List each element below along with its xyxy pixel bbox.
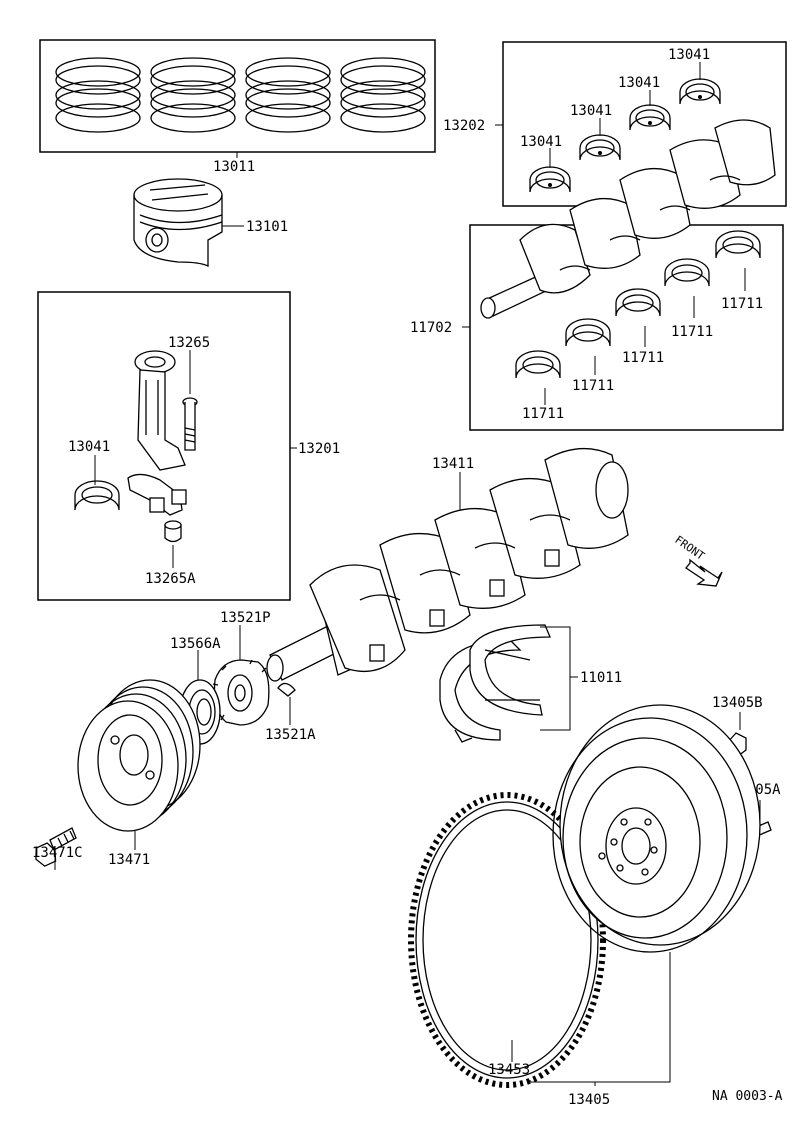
main-bearing-5[interactable] [715, 230, 761, 291]
ring-stack-2 [150, 57, 236, 133]
crank-key[interactable] [277, 682, 296, 725]
label-rod-bearing-group: 13202 [443, 118, 485, 134]
figure-code: NA 0003-A [712, 1089, 783, 1104]
connecting-rod-group-box [37, 291, 291, 601]
rod-nut[interactable] [164, 520, 182, 568]
flywheel[interactable] [529, 704, 761, 1086]
label-rod-bearing-inset: 13041 [68, 439, 110, 455]
label-thrust-washer-set: 11011 [580, 670, 622, 686]
pulley-bolt[interactable] [32, 827, 77, 870]
label-piston-ring-set: 13011 [213, 159, 255, 175]
thrust-washer-set[interactable] [439, 624, 578, 743]
timing-gear[interactable] [212, 625, 270, 726]
main-bearing-2[interactable] [565, 318, 611, 375]
label-piston: 13101 [246, 219, 288, 235]
label-ring-gear: 13453 [488, 1062, 530, 1078]
main-bearing-4[interactable] [664, 258, 710, 318]
label-rod-bearing-1: 13041 [520, 134, 562, 150]
label-flywheel-bolt: 13405B [712, 695, 763, 711]
rod-bearing-2[interactable] [579, 118, 621, 161]
label-rod-bearing-3: 13041 [618, 75, 660, 91]
crankshaft[interactable] [266, 447, 629, 682]
main-bearing-3[interactable] [615, 288, 661, 347]
label-rod-bearing-4: 13041 [668, 47, 710, 63]
rod-bearing-1[interactable] [529, 148, 571, 193]
label-oil-slinger: 13566A [170, 636, 221, 652]
connecting-rod[interactable] [127, 350, 187, 516]
label-rod-bearing-2: 13041 [570, 103, 612, 119]
front-label: FRONT [672, 533, 707, 563]
label-main-bearing-1: 11711 [522, 406, 564, 422]
label-crankshaft: 13411 [432, 456, 474, 472]
ring-stack-4 [340, 57, 426, 133]
piston-ring-set[interactable] [39, 39, 436, 158]
label-crank-pulley: 13471 [108, 852, 150, 868]
label-rod-bolt: 13265 [168, 335, 210, 351]
rod-bearing-3[interactable] [629, 90, 671, 131]
rod-bearing-4[interactable] [679, 62, 721, 105]
label-crank-key: 13521A [265, 727, 316, 743]
label-pulley-bolt: 13471C [32, 845, 83, 861]
label-main-bearing-group: 11702 [410, 320, 452, 336]
rod-bolt[interactable] [182, 350, 198, 451]
main-bearing-1[interactable] [515, 350, 561, 405]
ring-gear[interactable] [408, 792, 606, 1088]
label-rod-nut: 13265A [145, 571, 196, 587]
label-main-bearing-4: 11711 [671, 324, 713, 340]
rod-bearing-inset[interactable] [74, 455, 120, 511]
label-main-bearing-2: 11711 [572, 378, 614, 394]
ring-stack-3 [245, 57, 331, 133]
piston[interactable] [133, 178, 244, 268]
label-main-bearing-5: 11711 [721, 296, 763, 312]
label-connecting-rod-assembly: 13201 [298, 441, 340, 457]
label-flywheel: 13405 [568, 1092, 610, 1108]
label-main-bearing-3: 11711 [622, 350, 664, 366]
crank-pulley[interactable] [77, 679, 201, 850]
ring-stack-1 [55, 57, 141, 133]
label-timing-gear: 13521P [220, 610, 271, 626]
crankshaft-sketch-upper [480, 119, 776, 319]
front-arrow: FRONT [672, 533, 723, 587]
